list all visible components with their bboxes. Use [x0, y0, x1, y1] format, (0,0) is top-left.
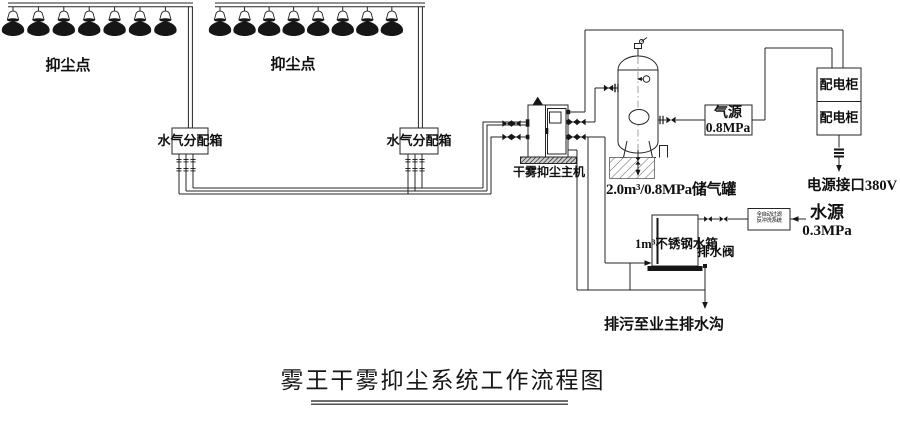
filter-box	[747, 208, 791, 231]
unit-base	[520, 156, 577, 164]
spray-nozzle-icon	[281, 6, 306, 37]
power-cabinet-label-top: 配电柜	[819, 77, 859, 92]
dust-point-label-left: 抑尘点	[45, 58, 91, 74]
water-source-label: 水源 0.3MPa	[802, 203, 852, 239]
dust-point-label-right: 抑尘点	[270, 57, 316, 73]
nozzle-row-left	[1, 6, 178, 37]
filter-label: 全自动过滤 反冲洗系统	[756, 212, 782, 224]
spray-nozzle-icon	[232, 6, 257, 37]
dist-box-label-right: 水气分配箱	[386, 133, 452, 148]
tank-base	[647, 266, 703, 271]
power-lines	[568, 29, 844, 121]
distribution-box-left	[171, 127, 209, 194]
spray-nozzle-icon	[52, 6, 76, 37]
plug-connector-icon	[834, 148, 844, 158]
air-source-name: 气源	[714, 106, 742, 121]
water-source-pressure: 0.3MPa	[802, 222, 852, 239]
drain-valve-label: 排水阀	[697, 245, 735, 259]
spray-nozzle-icon	[380, 6, 404, 37]
spray-nozzle-icon	[77, 6, 101, 37]
spray-nozzle-icon	[257, 6, 281, 37]
spray-nozzle-icon	[153, 6, 178, 37]
safety-valve-icon	[634, 43, 642, 49]
beacon-icon	[532, 96, 543, 105]
title-underline	[311, 400, 568, 405]
water-source-name: 水源	[809, 203, 844, 222]
air-source-pressure: 0.8MPa	[705, 120, 751, 136]
water-supply-line	[698, 208, 806, 231]
manhole-icon	[628, 109, 650, 125]
spray-header-left	[1, 2, 193, 128]
drain-lines	[577, 263, 708, 309]
spray-nozzle-icon	[306, 6, 330, 37]
spray-nozzle-icon	[128, 6, 152, 37]
water-tank-label: 1m³不锈钢水箱	[635, 237, 718, 251]
spray-nozzle-icon	[1, 6, 25, 37]
power-interface-label: 电源接口380V	[806, 178, 898, 194]
air-tank-label: 2.0m³/0.8MPa储气罐	[606, 182, 736, 198]
main-unit-label: 干雾抑尘主机	[512, 165, 586, 179]
main-unit	[520, 96, 577, 164]
air-tank	[609, 37, 705, 179]
water-tank	[647, 214, 703, 271]
power-cabinet-label-bottom: 配电柜	[819, 110, 859, 125]
door-handle-icon	[546, 128, 549, 134]
spray-header-right	[208, 2, 425, 128]
dist-box-label-left: 水气分配箱	[157, 133, 223, 148]
spray-nozzle-icon	[331, 6, 355, 37]
distribution-box-right	[399, 127, 439, 194]
air-source-box	[704, 104, 753, 136]
sewage-outlet-label: 排污至业主排水沟	[603, 317, 725, 333]
air-source-label: 气源 0.8MPa	[706, 106, 751, 136]
spray-nozzle-icon	[355, 6, 379, 37]
spray-nozzle-icon	[102, 6, 127, 37]
air-line	[568, 83, 619, 126]
water-line	[568, 133, 652, 290]
door-window	[549, 111, 562, 124]
power-cabinet	[816, 67, 862, 172]
nozzle-row-right	[208, 6, 404, 37]
diagram-title: 雾王干雾抑尘系统工作流程图	[280, 368, 606, 393]
spray-nozzle-icon	[26, 6, 51, 37]
pressure-gauge-icon	[642, 75, 651, 83]
spray-nozzle-icon	[208, 6, 232, 37]
ground-hatch	[609, 157, 655, 179]
supply-pipes	[179, 120, 528, 195]
